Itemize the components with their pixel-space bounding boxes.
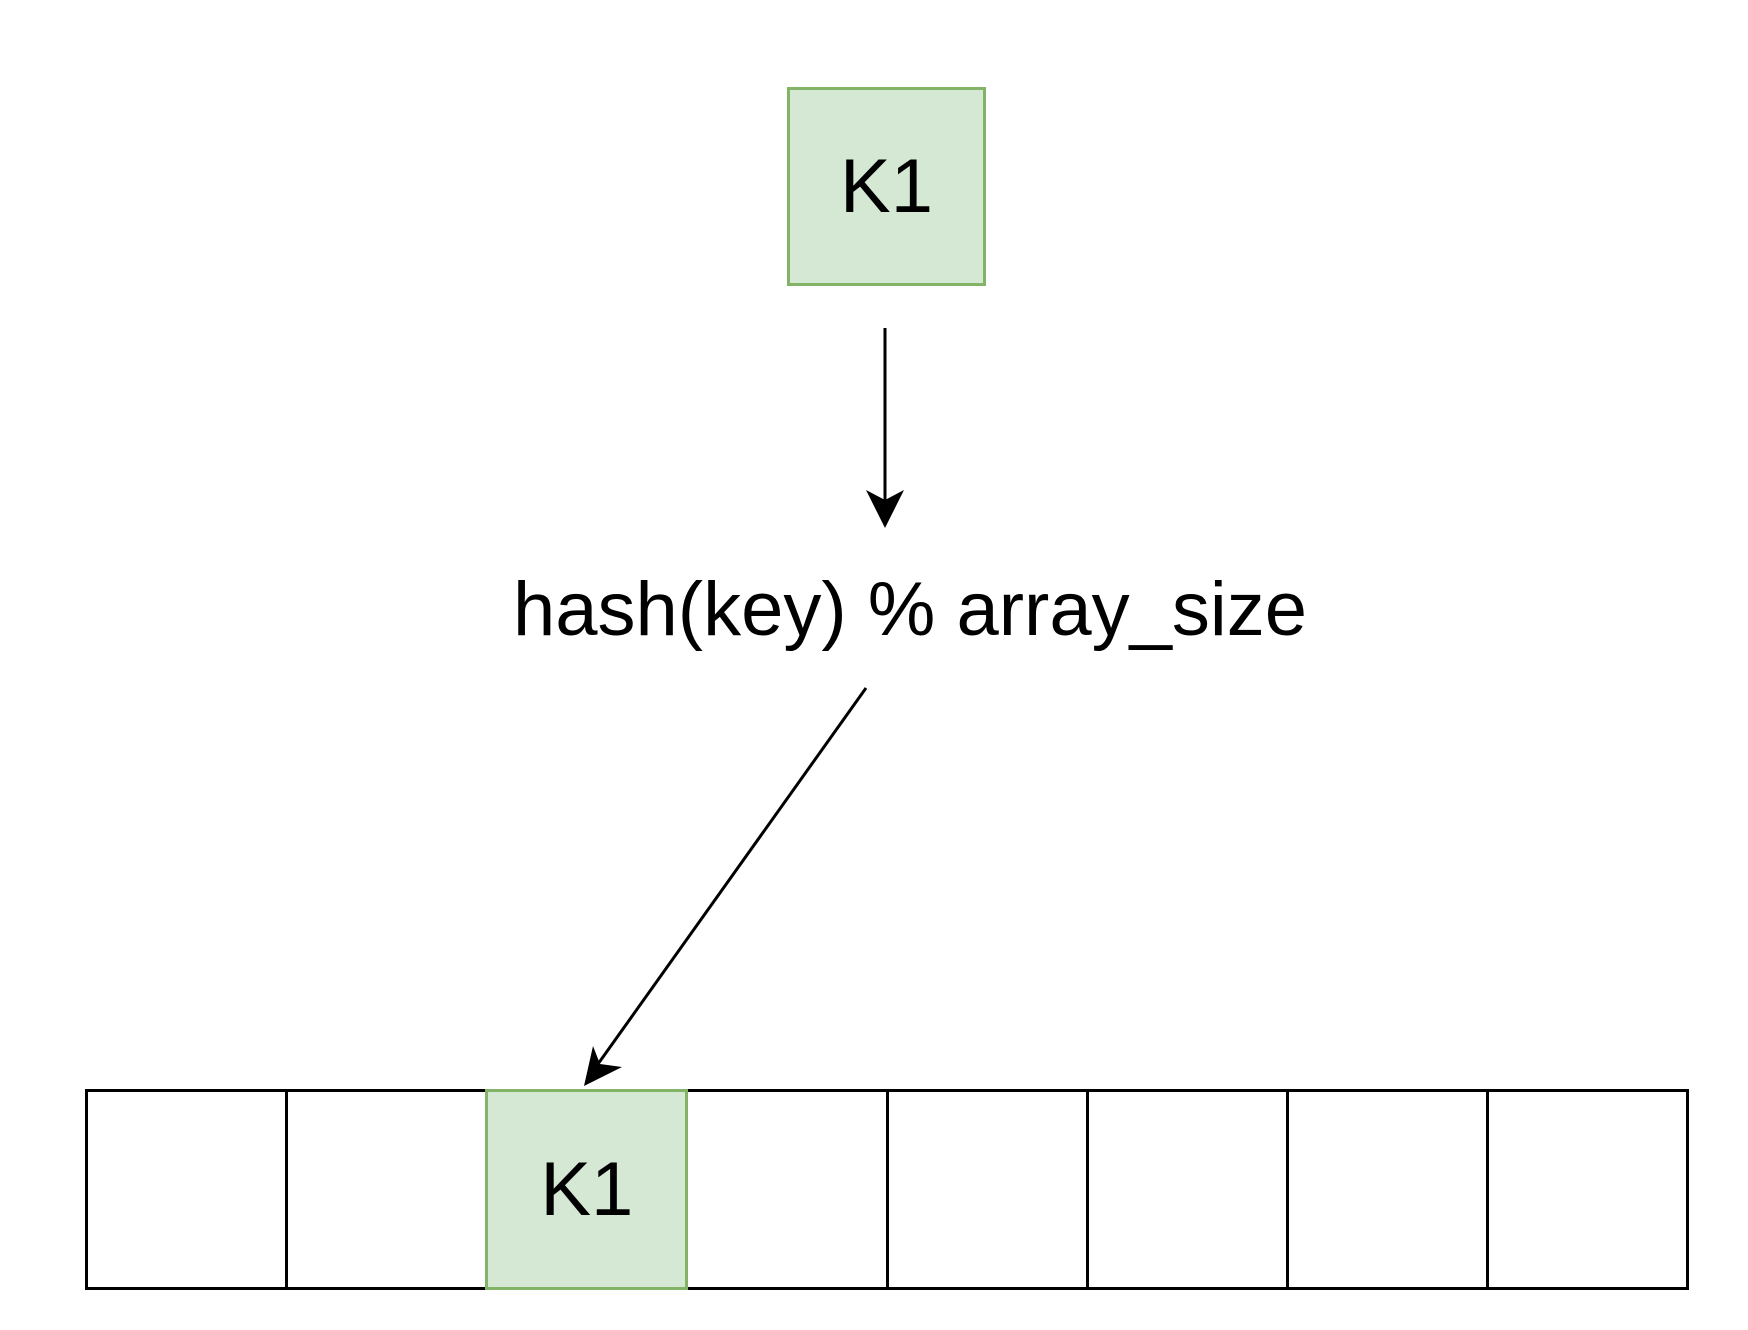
array-cell (285, 1089, 489, 1290)
array-cell (685, 1089, 889, 1290)
array-cell (885, 1089, 1089, 1290)
array-cell (85, 1089, 289, 1290)
array-cell (1085, 1089, 1289, 1290)
arrow-key-to-hash (866, 328, 904, 528)
array-cell (1285, 1089, 1489, 1290)
hash-formula-label: hash(key) % array_size (512, 567, 1308, 652)
input-key-box: K1 (787, 87, 986, 286)
hash-array: K1 (85, 1089, 1689, 1290)
array-cell: K1 (485, 1089, 689, 1290)
input-key-label: K1 (840, 144, 933, 229)
array-cell (1485, 1089, 1689, 1290)
arrow-hash-to-bucket (584, 687, 868, 1086)
array-cell-label: K1 (540, 1147, 634, 1232)
